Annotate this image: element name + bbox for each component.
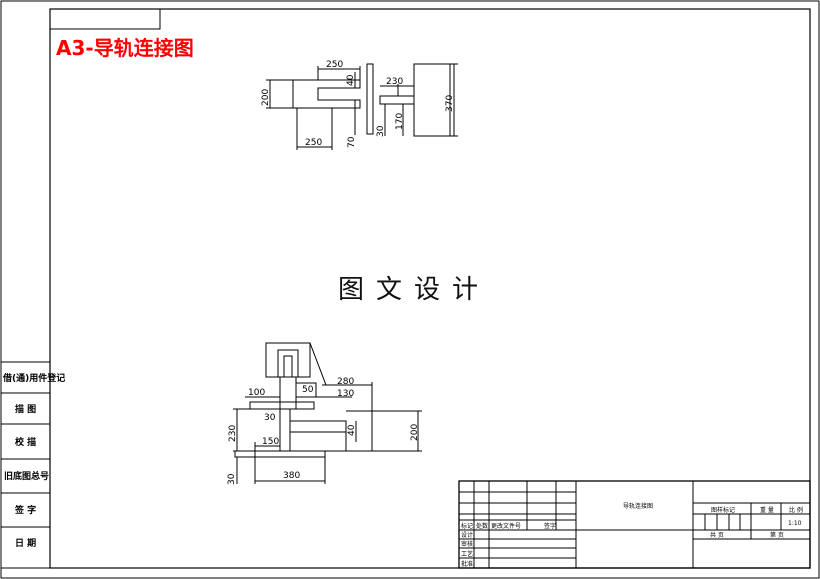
tb-label-mark: 标记 [461,522,473,530]
bottom-stem [279,376,297,410]
tb-label-review: 审核 [461,540,473,548]
side-label-signature: 签 字 [14,504,36,516]
top-view [266,63,458,150]
dim-70: 70 [347,136,357,148]
top-clamp-block [292,79,361,109]
bottom-right-block [289,420,347,452]
title-block [458,480,811,569]
drawing-title: A3-导轨连接图 [56,36,194,60]
dim-250-top: 250 [326,60,343,70]
dim-130: 130 [337,389,354,399]
tb-label-page-no: 第 页 [770,531,784,539]
dim-370: 370 [445,95,455,112]
dim-30: 30 [376,125,386,137]
bottom-nut [295,382,317,398]
watermark-text: 图文设计 [338,275,490,305]
tb-scale-value: 1:10 [788,520,802,527]
tb-drawing-name: 导轨连接图 [623,502,653,510]
side-label-check: 校 描 [15,436,36,448]
side-panel-frame [0,361,51,569]
top-view-dimension-labels: 250 40 230 200 370 170 30 70 250 [261,60,455,148]
side-label-registration: 借(通)用件登记 [2,372,65,384]
dim-30-inner: 30 [264,413,276,423]
bottom-diagonal [309,342,327,386]
dim-280: 280 [337,377,354,387]
title-block-frame [458,480,811,569]
tb-label-count: 处数 [476,522,488,530]
dim-30-bottom: 30 [227,473,237,485]
tb-label-scale: 比 例 [789,506,803,514]
bottom-u-clamp [277,349,299,378]
bottom-view [233,342,422,484]
dim-40: 40 [346,74,356,86]
bottom-base-plate [234,450,326,458]
dim-100: 100 [248,388,265,398]
dim-380: 380 [283,471,300,481]
tb-label-process: 工艺 [461,550,473,558]
dim-250-bottom: 250 [305,138,322,148]
side-label-date: 日 期 [15,537,36,549]
side-label-trace: 描 图 [15,403,36,415]
code-box [49,8,161,30]
tb-label-change-doc: 更改文件号 [491,522,521,530]
tb-label-weight: 重 量 [760,506,774,514]
dim-170: 170 [395,113,405,130]
side-label-old-drawing: 旧底图总号 [4,470,49,482]
dim-200-right: 200 [410,424,420,441]
dim-50: 50 [302,385,314,395]
dim-150: 150 [262,437,279,447]
tb-label-approve: 批准 [461,560,473,568]
tb-label-design: 设计 [461,531,473,539]
tb-label-sign: 签字 [544,522,556,530]
inner-frame [49,8,811,569]
top-vertical-plate [366,63,374,135]
top-tee-flange [379,95,415,105]
tb-label-total-pages: 共 页 [710,531,724,539]
dim-40: 40 [347,424,357,436]
dim-200-left: 200 [261,89,271,106]
bottom-web [279,408,291,452]
bottom-view-dimension-labels: 280 100 50 130 30 230 40 200 150 30 380 [227,377,420,485]
top-rail-block [413,63,451,137]
bottom-top-plate [249,401,315,410]
title-block-labels: 标记 处数 更改文件号 签字 设计 审核 工艺 批准 导轨连接图 图样标记 重 … [461,502,803,568]
dim-230-left: 230 [228,425,238,442]
side-panel [0,361,51,569]
tb-label-pattern-mark: 图样标记 [711,506,735,514]
bottom-top-bracket [265,342,311,378]
side-panel-labels: 借(通)用件登记 描 图 校 描 旧底图总号 签 字 日 期 [2,372,65,549]
dim-230: 230 [386,77,403,87]
